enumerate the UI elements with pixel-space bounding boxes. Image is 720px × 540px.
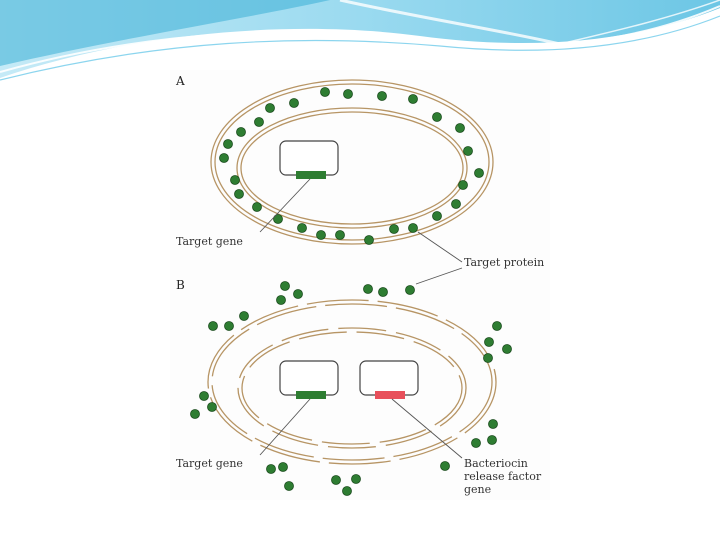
target-protein xyxy=(483,353,493,363)
target-protein xyxy=(474,168,484,178)
target-protein xyxy=(378,287,388,297)
panel-a-protein-leader xyxy=(417,231,463,263)
panel-b-nucleoid-box-target xyxy=(279,360,339,396)
target-protein xyxy=(199,391,209,401)
target-protein xyxy=(408,94,418,104)
target-protein xyxy=(236,127,246,137)
panel-b-target-gene-label: Target gene xyxy=(176,457,243,470)
target-protein xyxy=(363,284,373,294)
target-protein xyxy=(297,223,307,233)
panel-a-inner-membrane xyxy=(236,107,468,229)
target-protein xyxy=(293,289,303,299)
target-protein xyxy=(492,321,502,331)
target-protein xyxy=(342,486,352,496)
target-protein xyxy=(223,139,233,149)
target-protein xyxy=(405,285,415,295)
target-protein xyxy=(440,461,450,471)
target-protein xyxy=(208,321,218,331)
panel-a-nucleoid-box xyxy=(279,140,339,176)
panel-b-inner-membrane xyxy=(237,327,467,449)
panel-b-outer-membrane xyxy=(207,299,497,465)
target-protein xyxy=(266,464,276,474)
target-protein xyxy=(458,180,468,190)
target-protein xyxy=(207,402,217,412)
panel-a-target-gene-label: Target gene xyxy=(176,235,243,248)
target-protein xyxy=(254,117,264,127)
panel-b-gene-leader xyxy=(259,398,311,456)
target-protein xyxy=(432,211,442,221)
panel-b-target-gene xyxy=(296,391,326,399)
target-protein xyxy=(219,153,229,163)
target-protein xyxy=(320,87,330,97)
target-protein xyxy=(502,344,512,354)
panel-b: B xyxy=(176,278,542,496)
panel-a-label: A xyxy=(175,74,185,88)
target-protein xyxy=(471,438,481,448)
target-protein xyxy=(276,295,286,305)
bacteriocin-label-line-1: Bacteriocin xyxy=(464,457,528,470)
target-protein xyxy=(335,230,345,240)
panel-a-target-proteins xyxy=(219,87,484,245)
target-protein xyxy=(265,103,275,113)
panel-b-nucleoid-box-bacteriocin xyxy=(359,360,419,396)
target-protein xyxy=(280,281,290,291)
bacteriocin-release-factor-gene xyxy=(375,391,405,399)
target-protein-label: Target protein xyxy=(464,256,544,269)
target-protein xyxy=(252,202,262,212)
target-protein xyxy=(331,475,341,485)
target-protein xyxy=(284,481,294,491)
target-protein xyxy=(408,223,418,233)
target-protein xyxy=(389,224,399,234)
figure-panel: A xyxy=(170,70,550,500)
target-protein xyxy=(190,409,200,419)
header-wave-decoration xyxy=(0,0,720,81)
panel-a-gene-leader xyxy=(259,178,311,233)
target-protein xyxy=(343,89,353,99)
panel-a-target-gene xyxy=(296,171,326,179)
target-protein xyxy=(463,146,473,156)
target-protein xyxy=(316,230,326,240)
target-protein xyxy=(432,112,442,122)
target-protein xyxy=(230,175,240,185)
target-protein xyxy=(224,321,234,331)
bacteriocin-label-line-2: release factor xyxy=(464,470,542,483)
target-protein xyxy=(484,337,494,347)
panel-b-bacteriocin-leader xyxy=(391,398,463,459)
target-protein xyxy=(364,235,374,245)
bacteriocin-diagram: A xyxy=(175,74,544,496)
panel-a: A xyxy=(175,74,544,269)
target-protein xyxy=(289,98,299,108)
target-protein xyxy=(351,474,361,484)
bacteriocin-label-line-3: gene xyxy=(464,483,491,496)
target-protein xyxy=(278,462,288,472)
panel-b-label: B xyxy=(176,278,185,292)
target-protein xyxy=(488,419,498,429)
target-protein xyxy=(487,435,497,445)
target-protein xyxy=(234,189,244,199)
target-protein xyxy=(273,214,283,224)
target-protein xyxy=(239,311,249,321)
target-protein xyxy=(377,91,387,101)
target-protein xyxy=(455,123,465,133)
panel-b-protein-leader xyxy=(415,267,463,285)
panel-b-released-proteins xyxy=(190,281,512,496)
panel-a-outer-membrane xyxy=(210,79,494,245)
target-protein xyxy=(451,199,461,209)
